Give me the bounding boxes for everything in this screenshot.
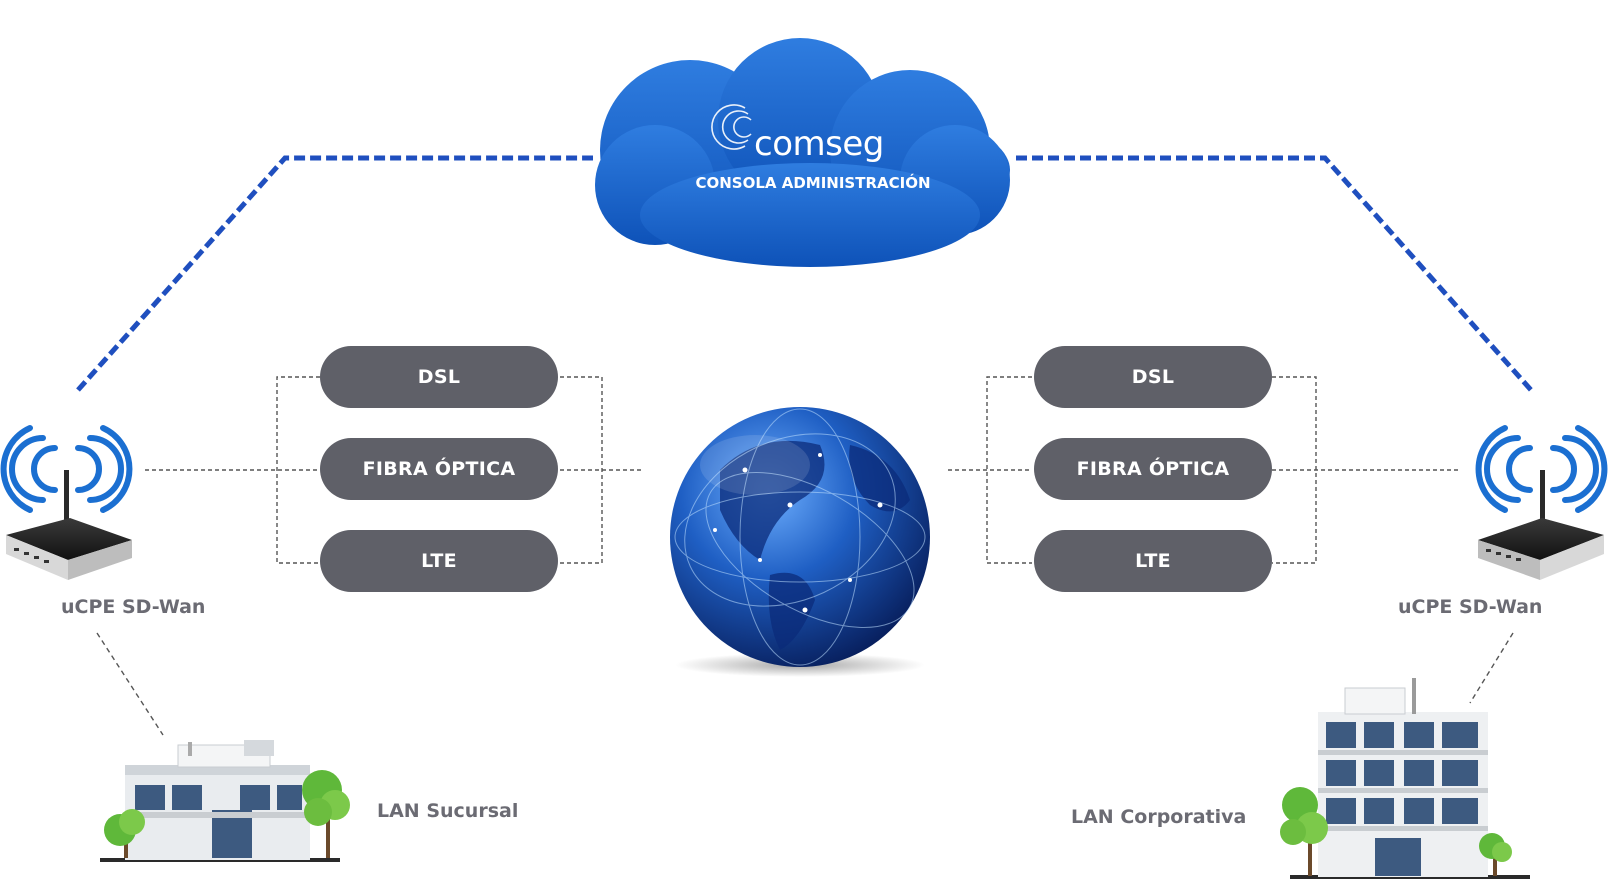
left-device-label: uCPE SD-Wan: [61, 596, 206, 618]
right-wan-link: [1016, 155, 1533, 392]
globe-icon: [670, 407, 930, 677]
wifi-signal-icon: [1475, 425, 1608, 513]
left-link-connectors: [145, 376, 642, 564]
wifi-signal-icon: [0, 425, 133, 513]
right-device-label: uCPE SD-Wan: [1398, 596, 1543, 618]
left-wan-link: [76, 155, 593, 392]
left-link-lte: LTE: [320, 530, 558, 592]
router-icon: [1478, 470, 1604, 580]
cloud-subtitle: CONSOLA ADMINISTRACIÓN: [695, 174, 931, 192]
right-site-label: LAN Corporativa: [1071, 806, 1247, 828]
right-link-connectors: [948, 376, 1458, 564]
left-link-fiber: FIBRA ÓPTICA: [320, 438, 558, 500]
left-link-dsl: DSL: [320, 346, 558, 408]
office-building-icon: [100, 740, 340, 862]
right-link-fiber: FIBRA ÓPTICA: [1034, 438, 1272, 500]
right-link-dsl: DSL: [1034, 346, 1272, 408]
router-icon: [6, 470, 132, 580]
tree-icon: [1280, 787, 1512, 876]
left-site-connector: [96, 632, 164, 736]
cloud-brand-text: comseg: [754, 124, 884, 164]
right-link-lte: LTE: [1034, 530, 1272, 592]
cloud-icon: [595, 38, 1010, 267]
right-site-connector: [1469, 632, 1514, 704]
office-building-icon: [1290, 678, 1530, 879]
tree-icon: [104, 770, 350, 858]
left-site-label: LAN Sucursal: [377, 800, 519, 822]
